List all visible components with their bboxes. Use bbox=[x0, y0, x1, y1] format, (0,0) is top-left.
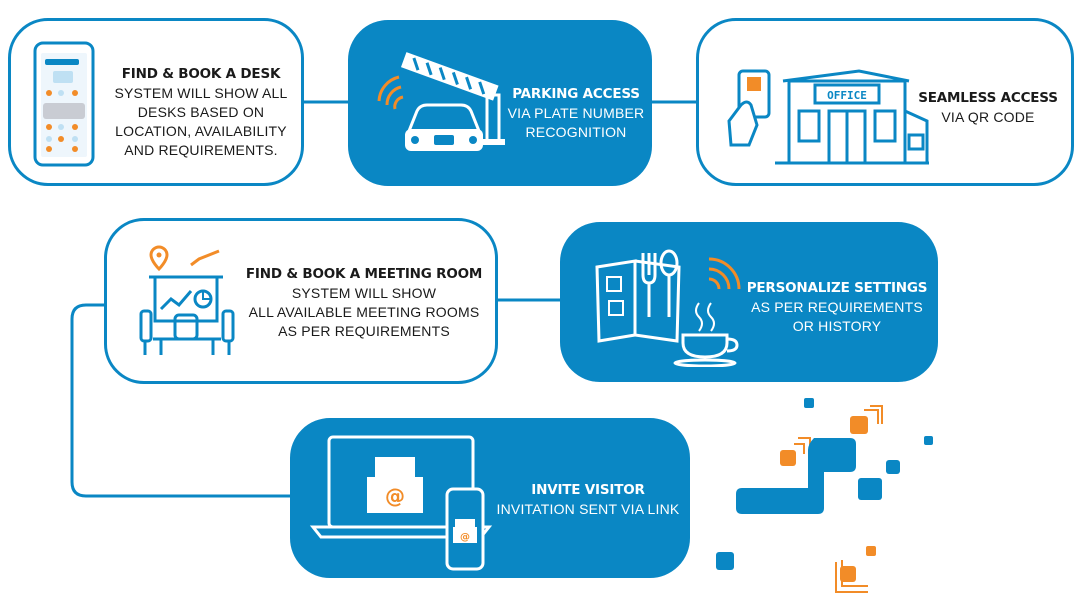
card-seamless-access: OFFICE SEAMLESS ACCESS VIA QR CODE bbox=[696, 18, 1074, 186]
parking-line-2: RECOGNITION bbox=[525, 124, 627, 140]
card-personalize-settings: PERSONALIZE SETTINGS AS PER REQUIREMENTS… bbox=[560, 222, 938, 382]
personalize-title: PERSONALIZE SETTINGS bbox=[746, 280, 928, 296]
desk-line-2: DESKS BASED ON bbox=[137, 104, 265, 120]
meeting-line-3: AS PER REQUIREMENTS bbox=[278, 323, 450, 339]
mobile-desk-booking-icon bbox=[33, 41, 95, 167]
decorative-squares bbox=[716, 398, 933, 593]
desk-line-4: AND REQUIREMENTS. bbox=[124, 142, 278, 158]
access-title: SEAMLESS ACCESS bbox=[918, 90, 1058, 106]
desk-title: FIND & BOOK A DESK bbox=[121, 66, 281, 82]
office-building-icon: OFFICE bbox=[727, 69, 929, 165]
visitor-line-1: INVITATION SENT VIA LINK bbox=[496, 501, 680, 517]
meeting-room-icon bbox=[139, 245, 235, 355]
svg-text:@: @ bbox=[460, 532, 470, 543]
meeting-line-1: SYSTEM WILL SHOW bbox=[291, 285, 437, 301]
parking-title: PARKING ACCESS bbox=[512, 86, 640, 102]
meeting-title: FIND & BOOK A MEETING ROOM bbox=[245, 266, 483, 282]
personalize-line-1: AS PER REQUIREMENTS bbox=[751, 299, 923, 315]
laptop-invitation-icon: @ @ bbox=[309, 435, 493, 571]
car-barrier-icon bbox=[377, 52, 505, 151]
personalize-line-2: OR HISTORY bbox=[792, 318, 882, 334]
desk-line-1: SYSTEM WILL SHOW ALL bbox=[114, 85, 288, 101]
card-invite-visitor: @ @ INVITE VISITOR INVITATION SENT VIA L… bbox=[290, 418, 690, 578]
card-find-book-meeting-room: FIND & BOOK A MEETING ROOM SYSTEM WILL S… bbox=[104, 218, 498, 384]
card-parking-access: PARKING ACCESS VIA PLATE NUMBER RECOGNIT… bbox=[348, 20, 652, 186]
meeting-line-2: ALL AVAILABLE MEETING ROOMS bbox=[248, 304, 480, 320]
svg-text:@: @ bbox=[385, 484, 405, 508]
card-find-book-desk: FIND & BOOK A DESK SYSTEM WILL SHOW ALL … bbox=[8, 18, 304, 186]
desk-line-3: LOCATION, AVAILABILITY bbox=[115, 123, 287, 139]
parking-line-1: VIA PLATE NUMBER bbox=[507, 105, 645, 121]
visitor-title: INVITE VISITOR bbox=[531, 482, 645, 498]
access-line-1: VIA QR CODE bbox=[941, 109, 1035, 125]
office-sign-text: OFFICE bbox=[827, 89, 867, 102]
menu-coffee-icon bbox=[595, 249, 741, 367]
